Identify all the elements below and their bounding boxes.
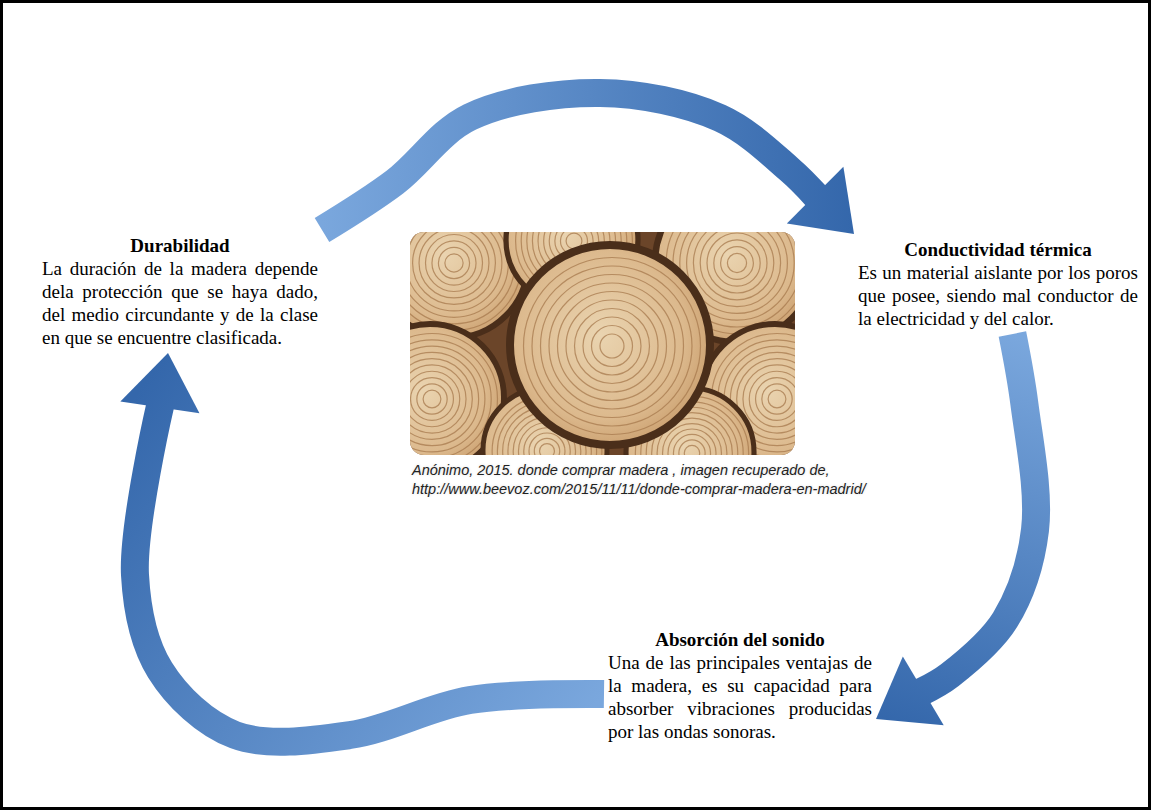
property-box: DurabilidadLa duración de la madera depe…	[38, 230, 322, 353]
growth-ring	[727, 253, 746, 272]
growth-ring	[575, 309, 650, 384]
cycle-arrow	[120, 353, 604, 742]
growth-ring	[419, 232, 489, 298]
property-heading: Durabilidad	[42, 234, 318, 257]
growth-ring	[684, 445, 699, 455]
growth-ring	[426, 235, 483, 292]
growth-ring	[583, 317, 641, 375]
growth-ring	[673, 434, 710, 455]
property-box: Absorción del sonidoUna de las principal…	[604, 624, 876, 747]
arrow-band	[135, 405, 604, 741]
property-heading: Conductividad térmica	[858, 238, 1138, 261]
growth-ring	[413, 232, 496, 304]
growth-ring	[410, 232, 502, 311]
growth-ring	[438, 247, 469, 278]
growth-ring	[558, 292, 667, 401]
growth-ring	[668, 429, 716, 455]
growth-ring	[707, 233, 767, 293]
wood-photo	[410, 232, 795, 455]
growth-ring	[532, 266, 692, 426]
growth-ring	[749, 371, 795, 427]
growth-ring	[743, 365, 795, 433]
growth-ring	[411, 378, 454, 421]
property-box: Conductividad térmicaEs un material aisl…	[854, 234, 1142, 334]
growth-ring	[549, 283, 675, 409]
property-heading: Absorción del sonido	[608, 628, 872, 651]
growth-ring	[410, 365, 466, 433]
property-text: La duración de la madera depende dela pr…	[42, 257, 318, 349]
log-section	[510, 245, 710, 445]
arrowhead	[120, 353, 199, 413]
growth-ring	[756, 378, 795, 421]
growth-ring	[714, 240, 760, 286]
growth-ring	[534, 438, 559, 455]
growth-ring	[524, 258, 701, 435]
growth-ring	[566, 300, 658, 392]
growth-ring	[417, 384, 447, 414]
growth-ring	[592, 326, 633, 367]
growth-ring	[679, 440, 705, 455]
growth-ring	[410, 352, 479, 445]
growth-ring	[410, 371, 460, 427]
growth-ring	[600, 334, 624, 358]
growth-ring	[768, 390, 786, 408]
arrowhead	[787, 167, 854, 234]
property-text: Una de las principales ventajas de la ma…	[608, 651, 872, 743]
growth-ring	[410, 340, 491, 455]
growth-ring	[410, 232, 515, 324]
growth-ring	[541, 275, 684, 418]
property-text: Es un material aislante por los poros qu…	[858, 261, 1138, 330]
growth-ring	[721, 247, 754, 280]
growth-ring	[445, 254, 463, 272]
growth-ring	[700, 232, 774, 300]
growth-ring	[423, 390, 441, 408]
growth-ring	[432, 241, 476, 285]
cycle-arrow	[322, 93, 854, 234]
arrow-band	[922, 334, 1037, 692]
growth-ring	[693, 232, 780, 307]
arrowhead	[876, 657, 944, 726]
growth-ring	[410, 359, 472, 440]
growth-ring	[410, 346, 485, 452]
growth-ring	[540, 444, 555, 455]
image-credit: Anónimo, 2015. donde comprar madera , im…	[412, 461, 886, 499]
log-face	[510, 245, 710, 445]
growth-ring	[762, 384, 792, 414]
arrow-band	[322, 93, 817, 230]
cycle-arrow	[876, 334, 1036, 725]
growth-ring	[529, 433, 565, 455]
growth-ring	[410, 232, 508, 317]
